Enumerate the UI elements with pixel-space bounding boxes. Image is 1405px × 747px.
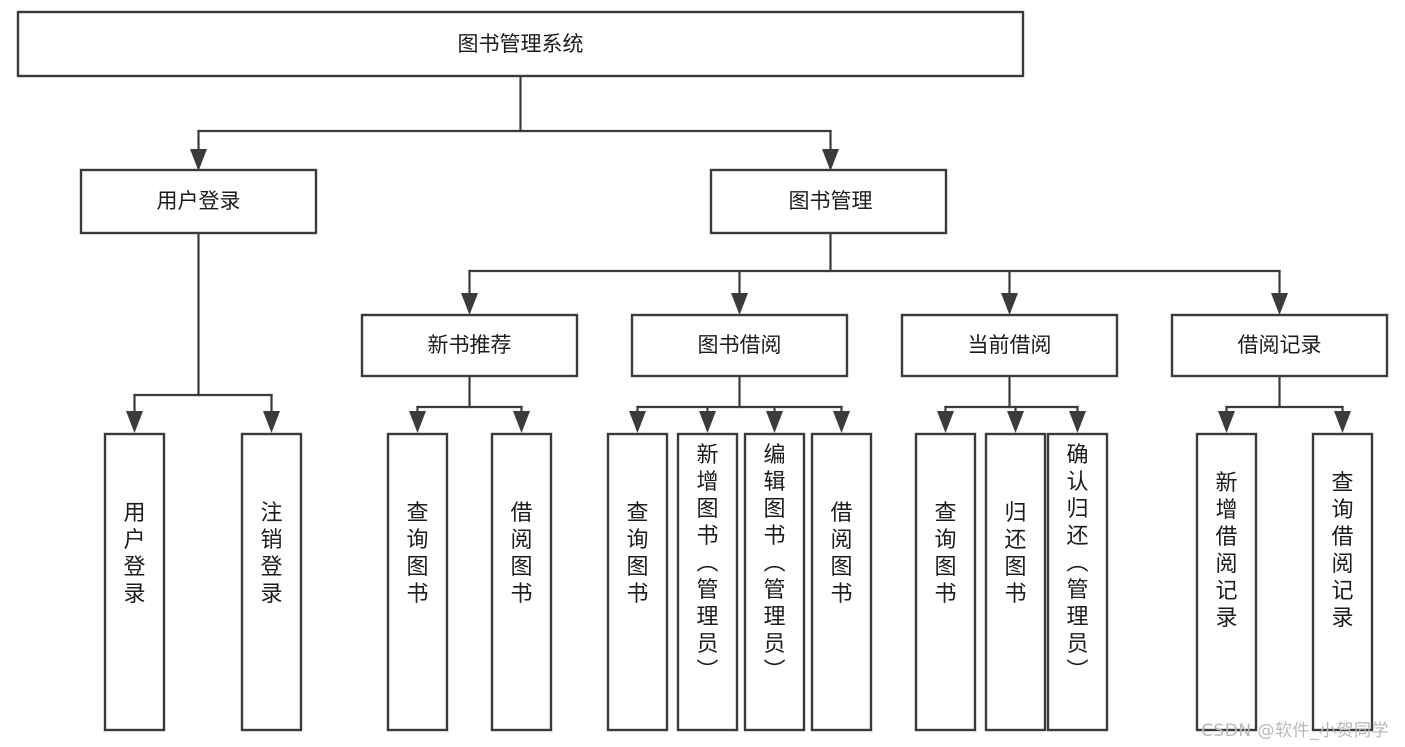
node-new-book-recommend-box[interactable] <box>360 313 579 378</box>
node-root[interactable]: 图书管理系统 <box>16 10 1025 78</box>
arrow-head-leaf-query-book-1 <box>409 411 426 433</box>
arrow-head-leaf-query-book-3 <box>937 411 954 433</box>
arrow-head-leaf-borrow-book-2 <box>833 411 850 433</box>
arrow-head-leaf-user-login <box>126 411 143 433</box>
node-leaf-add-book[interactable]: 新增图书︵管理员︶ <box>676 432 739 732</box>
node-leaf-user-login[interactable]: 用户登录 <box>103 432 166 732</box>
arrow-head-leaf-query-book-2 <box>629 411 646 433</box>
node-leaf-add-book-box[interactable] <box>676 432 739 732</box>
node-leaf-logout-login-box[interactable] <box>240 432 303 732</box>
node-root-box[interactable] <box>16 10 1025 78</box>
node-current-borrow[interactable]: 当前借阅 <box>900 313 1119 378</box>
connector-group-current-borrow <box>937 374 1086 433</box>
arrow-head-leaf-add-record <box>1218 411 1235 433</box>
node-book-management-box[interactable] <box>709 168 948 235</box>
node-leaf-query-book-1-label: 查询图书 <box>406 501 428 607</box>
node-leaf-borrow-book-1[interactable]: 借阅图书 <box>490 432 553 732</box>
node-leaf-return-book-label: 归还图书 <box>1004 501 1026 607</box>
node-new-book-recommend[interactable]: 新书推荐 <box>360 313 579 378</box>
arrow-head-leaf-return-book <box>1007 411 1024 433</box>
node-leaf-query-book-3[interactable]: 查询图书 <box>914 432 977 732</box>
arrow-head-user-login <box>190 149 207 171</box>
node-book-management-label: 图书管理 <box>789 189 873 213</box>
node-leaf-edit-book-box[interactable] <box>743 432 806 732</box>
arrow-head-current-borrow <box>1001 293 1018 315</box>
connector-group-root <box>190 74 839 171</box>
arrow-head-leaf-confirm-return <box>1069 411 1086 433</box>
node-leaf-borrow-book-2[interactable]: 借阅图书 <box>810 432 873 732</box>
arrow-head-leaf-query-record <box>1334 411 1351 433</box>
node-current-borrow-label: 当前借阅 <box>968 333 1052 357</box>
node-leaf-query-book-3-label: 查询图书 <box>934 501 956 607</box>
node-leaf-add-record-box[interactable] <box>1195 432 1258 732</box>
node-leaf-query-book-2[interactable]: 查询图书 <box>606 432 669 732</box>
connector-group-new-book-recommend <box>409 374 530 433</box>
node-leaf-query-record[interactable]: 查询借阅记录 <box>1311 432 1374 732</box>
node-leaf-confirm-return-box[interactable] <box>1046 432 1109 732</box>
node-leaf-query-book-1[interactable]: 查询图书 <box>386 432 449 732</box>
node-leaf-logout-login[interactable]: 注销登录 <box>240 432 303 732</box>
connector-group-user-login <box>126 231 280 433</box>
node-leaf-query-book-2-label: 查询图书 <box>626 501 648 607</box>
node-leaf-add-record[interactable]: 新增借阅记录 <box>1195 432 1258 732</box>
arrow-head-leaf-add-book <box>699 411 716 433</box>
node-user-login[interactable]: 用户登录 <box>79 168 318 235</box>
node-new-book-recommend-label: 新书推荐 <box>428 333 512 357</box>
node-leaf-query-book-3-box[interactable] <box>914 432 977 732</box>
connector-group-borrow-record <box>1218 374 1351 433</box>
node-book-borrow-label: 图书借阅 <box>698 333 782 357</box>
connector-group-book-borrow <box>629 374 850 433</box>
arrow-head-borrow-record <box>1271 293 1288 315</box>
node-leaf-user-login-label: 用户登录 <box>123 501 145 607</box>
arrow-head-book-borrow <box>731 293 748 315</box>
watermark-text: CSDN @软件_小贺同学 <box>1201 721 1389 741</box>
arrow-head-leaf-edit-book <box>766 411 783 433</box>
node-current-borrow-box[interactable] <box>900 313 1119 378</box>
node-leaf-return-book-box[interactable] <box>984 432 1047 732</box>
arrow-head-book-management <box>822 149 839 171</box>
node-leaf-user-login-box[interactable] <box>103 432 166 732</box>
arrow-head-new-book-recommend <box>461 293 478 315</box>
node-book-borrow-box[interactable] <box>630 313 849 378</box>
node-leaf-query-record-label: 查询借阅记录 <box>1331 471 1353 631</box>
node-leaf-query-book-2-box[interactable] <box>606 432 669 732</box>
node-book-borrow[interactable]: 图书借阅 <box>630 313 849 378</box>
node-leaf-edit-book-label: 编辑图书︵管理员︶ <box>763 443 785 684</box>
node-borrow-record[interactable]: 借阅记录 <box>1170 313 1389 378</box>
node-root-label: 图书管理系统 <box>458 32 584 56</box>
node-leaf-borrow-book-1-box[interactable] <box>490 432 553 732</box>
arrow-head-leaf-borrow-book-1 <box>513 411 530 433</box>
node-leaf-add-book-label: 新增图书︵管理员︶ <box>696 443 718 684</box>
node-book-management[interactable]: 图书管理 <box>709 168 948 235</box>
node-user-login-label: 用户登录 <box>157 189 241 213</box>
node-borrow-record-label: 借阅记录 <box>1238 333 1322 357</box>
node-leaf-borrow-book-2-label: 借阅图书 <box>830 501 852 607</box>
node-leaf-query-record-box[interactable] <box>1311 432 1374 732</box>
node-leaf-borrow-book-1-label: 借阅图书 <box>510 501 532 607</box>
node-leaf-confirm-return[interactable]: 确认归还︵管理员︶ <box>1046 432 1109 732</box>
node-leaf-logout-login-label: 注销登录 <box>260 501 282 607</box>
node-leaf-add-record-label: 新增借阅记录 <box>1215 471 1237 631</box>
node-user-login-box[interactable] <box>79 168 318 235</box>
node-leaf-return-book[interactable]: 归还图书 <box>984 432 1047 732</box>
arrow-head-leaf-logout-login <box>263 411 280 433</box>
connector-group-book-management <box>461 231 1288 315</box>
node-leaf-query-book-1-box[interactable] <box>386 432 449 732</box>
node-leaf-borrow-book-2-box[interactable] <box>810 432 873 732</box>
node-borrow-record-box[interactable] <box>1170 313 1389 378</box>
node-leaf-edit-book[interactable]: 编辑图书︵管理员︶ <box>743 432 806 732</box>
node-leaf-confirm-return-label: 确认归还︵管理员︶ <box>1066 443 1088 684</box>
